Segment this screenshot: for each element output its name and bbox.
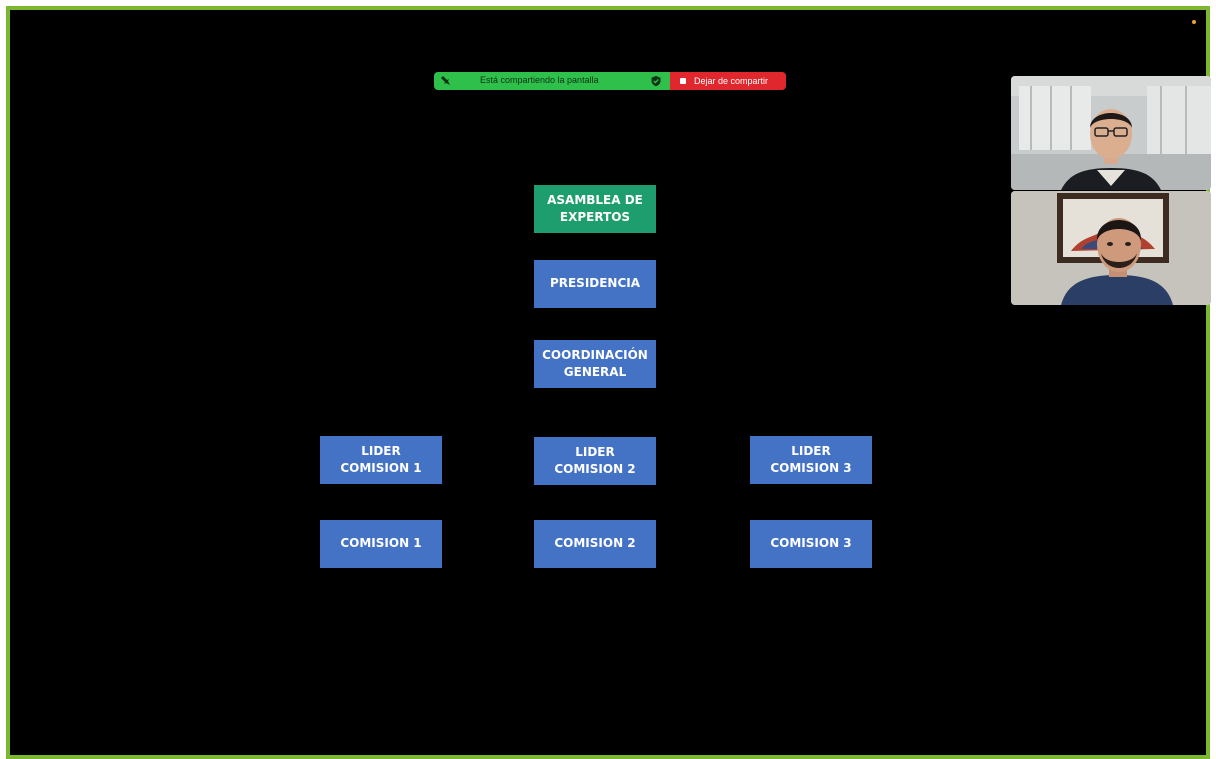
box-asamblea-de-expertos: ASAMBLEA DE EXPERTOS [534,185,656,233]
pin-icon[interactable] [440,75,452,87]
box-coordinacion-label: COORDINACIÓN GENERAL [542,347,648,379]
share-banner: Está compartiendo la pantalla Dejar de c… [434,72,786,90]
box-lider-3-label: LIDER COMISION 3 [770,443,852,475]
stop-square-icon [680,78,686,84]
box-coordinacion-general: COORDINACIÓN GENERAL [534,340,656,388]
box-comision-1: COMISION 1 [320,520,442,568]
box-asamblea-label: ASAMBLEA DE EXPERTOS [547,192,643,224]
shield-check-icon [651,76,661,87]
box-lider-comision-2: LIDER COMISION 2 [534,437,656,485]
stop-sharing-button[interactable]: Dejar de compartir [670,72,786,90]
share-status-area[interactable]: Está compartiendo la pantalla [434,72,670,90]
recording-dot-icon [1192,20,1196,24]
box-comision-2: COMISION 2 [534,520,656,568]
box-presidencia-label: PRESIDENCIA [549,276,641,291]
participant-video-1[interactable] [1011,76,1211,190]
box-lider-1-label: LIDER COMISION 1 [340,443,422,475]
box-comision-1-label: COMISION 1 [340,536,422,551]
box-presidencia: PRESIDENCIA [534,260,656,308]
stop-sharing-label: Dejar de compartir [694,76,769,86]
box-comision-3: COMISION 3 [750,520,872,568]
box-comision-3-label: COMISION 3 [770,536,852,551]
participant-1-image [1011,76,1211,190]
participant-2-image [1011,191,1211,305]
share-status-text: Está compartiendo la pantalla [480,75,599,85]
box-lider-comision-3: LIDER COMISION 3 [750,436,872,484]
box-comision-2-label: COMISION 2 [554,536,636,551]
box-lider-2-label: LIDER COMISION 2 [554,444,636,476]
participant-video-2[interactable] [1011,191,1211,305]
box-lider-comision-1: LIDER COMISION 1 [320,436,442,484]
